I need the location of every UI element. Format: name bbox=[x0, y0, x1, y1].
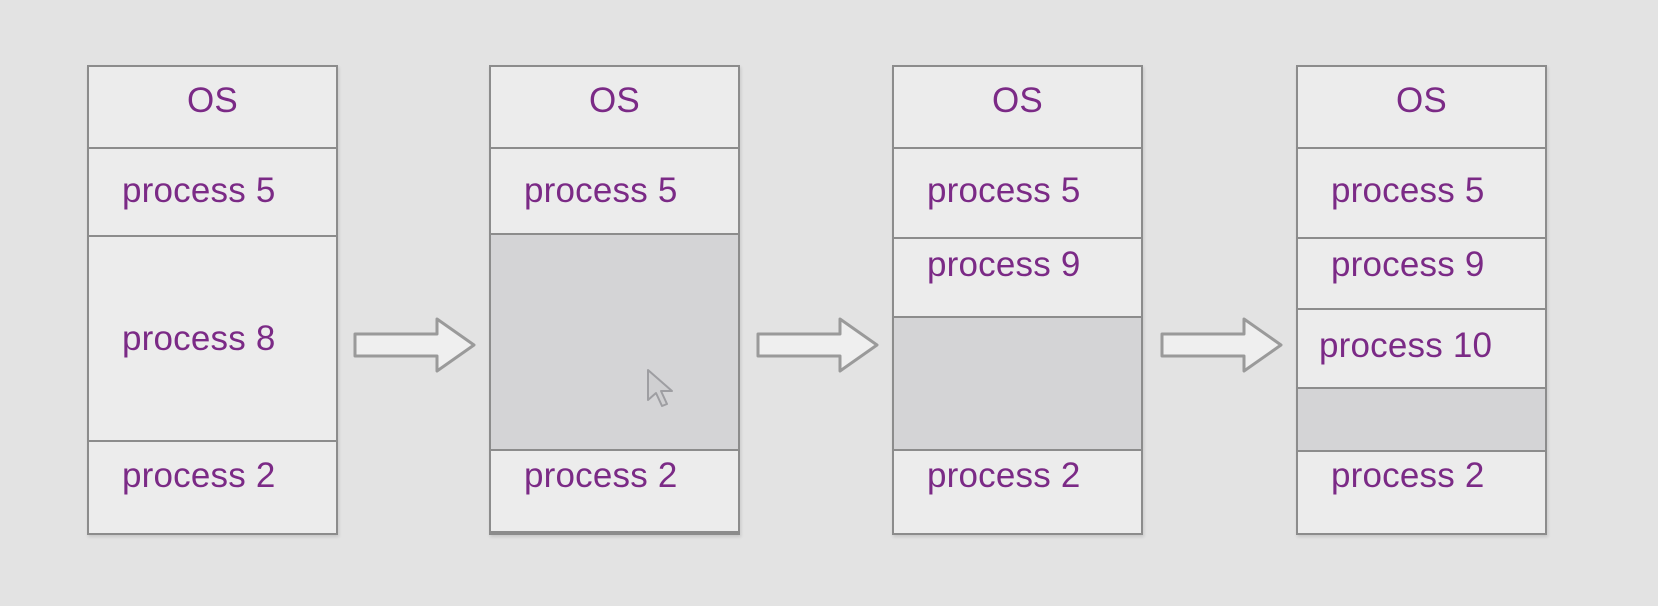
right-arrow-icon bbox=[756, 317, 879, 373]
process-segment: process 5 bbox=[894, 149, 1141, 239]
os-label: OS bbox=[1396, 81, 1447, 120]
os-segment: OS bbox=[894, 67, 1141, 149]
process-segment: process 9 bbox=[894, 239, 1141, 318]
process-label: process 5 bbox=[1331, 171, 1485, 210]
os-label: OS bbox=[589, 81, 640, 120]
free-memory-hole bbox=[894, 318, 1141, 451]
memory-column-3: OS process 5 process 9 process 2 bbox=[892, 65, 1143, 535]
os-segment: OS bbox=[491, 67, 738, 149]
process-segment: process 2 bbox=[894, 451, 1141, 533]
memory-column-2: OS process 5 process 2 bbox=[489, 65, 740, 535]
process-segment: process 2 bbox=[491, 451, 738, 533]
process-label: process 2 bbox=[927, 456, 1081, 495]
free-memory-hole bbox=[491, 235, 738, 451]
process-segment: process 9 bbox=[1298, 239, 1545, 310]
os-segment: OS bbox=[1298, 67, 1545, 149]
os-segment: OS bbox=[89, 67, 336, 149]
process-segment: process 5 bbox=[491, 149, 738, 235]
memory-column-1: OS process 5 process 8 process 2 bbox=[87, 65, 338, 535]
process-label: process 10 bbox=[1319, 326, 1493, 365]
os-label: OS bbox=[187, 81, 238, 120]
process-label: process 2 bbox=[1331, 456, 1485, 495]
process-label: process 5 bbox=[122, 171, 276, 210]
process-segment: process 5 bbox=[1298, 149, 1545, 239]
process-segment: process 10 bbox=[1298, 310, 1545, 389]
process-label: process 9 bbox=[1331, 245, 1485, 284]
process-label: process 5 bbox=[524, 171, 678, 210]
os-label: OS bbox=[992, 81, 1043, 120]
process-label: process 2 bbox=[524, 456, 678, 495]
right-arrow-icon bbox=[353, 317, 476, 373]
process-label: process 5 bbox=[927, 171, 1081, 210]
process-segment: process 2 bbox=[1298, 452, 1545, 533]
free-memory-hole bbox=[1298, 389, 1545, 452]
right-arrow-icon bbox=[1160, 317, 1283, 373]
memory-column-4: OS process 5 process 9 process 10 proces… bbox=[1296, 65, 1547, 535]
mouse-cursor-icon bbox=[647, 369, 673, 407]
process-segment: process 8 bbox=[89, 237, 336, 442]
process-label: process 9 bbox=[927, 245, 1081, 284]
process-segment: process 5 bbox=[89, 149, 336, 237]
process-label: process 2 bbox=[122, 456, 276, 495]
process-segment: process 2 bbox=[89, 442, 336, 533]
process-label: process 8 bbox=[122, 319, 276, 358]
